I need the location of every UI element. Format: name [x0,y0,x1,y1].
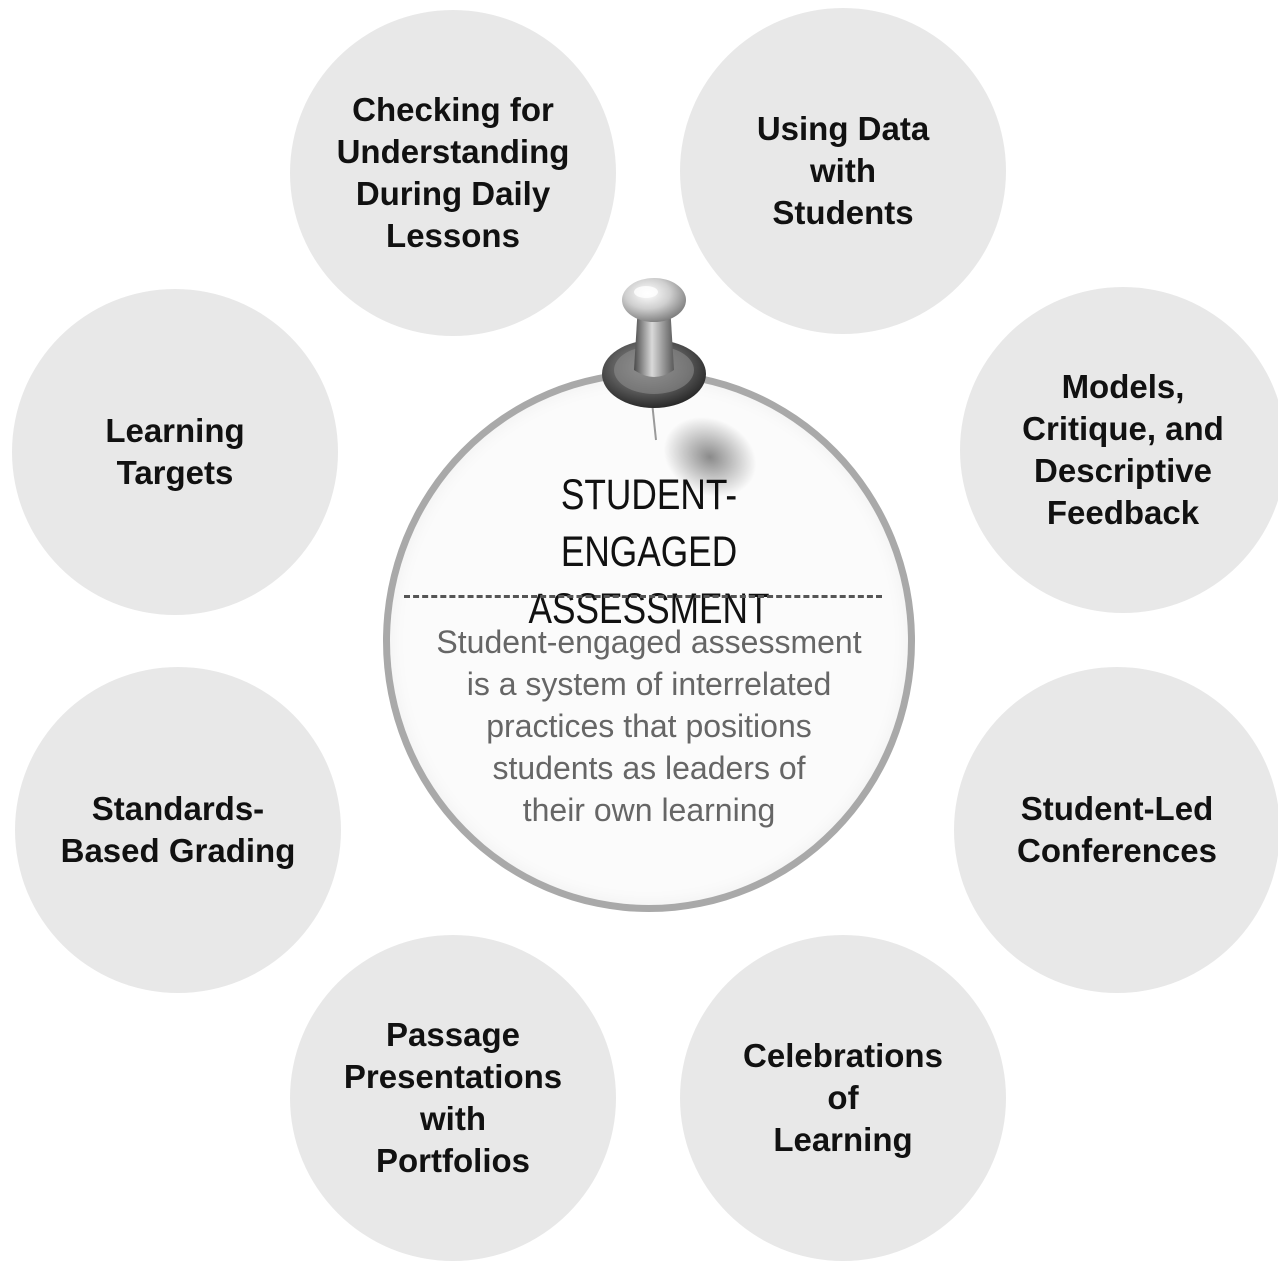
practice-circle-using-data: Using Data with Students [680,8,1006,334]
practice-label: Models, Critique, and Descriptive Feedba… [1022,368,1224,531]
practice-label: Using Data with Students [756,110,930,231]
practice-label: Student-Led Conferences [1017,790,1217,869]
practice-circle-learning-targets: Learning Targets [12,289,338,615]
practice-label: Checking for Understanding During Daily … [336,91,570,254]
pushpin-icon [602,278,757,497]
practice-circle-models-critique: Models, Critique, and Descriptive Feedba… [960,287,1278,613]
center-circle: STUDENT- ENGAGED ASSESSMENT Student-enga… [383,370,915,912]
practice-circle-passage-presentations: Passage Presentations with Portfolios [290,935,616,1261]
center-description: Student-engaged assessment is a system o… [436,624,862,828]
practice-label: Passage Presentations with Portfolios [343,1016,563,1179]
practice-label: Celebrations of Learning [743,1037,943,1158]
practice-circle-celebrations: Celebrations of Learning [680,935,1006,1261]
practice-label: Learning Targets [105,412,245,491]
practice-circle-checking-for-understanding: Checking for Understanding During Daily … [290,10,616,336]
dashed-divider [404,595,882,598]
practice-circle-student-led-conferences: Student-Led Conferences [954,667,1278,993]
practice-circle-standards-based-grading: Standards- Based Grading [15,667,341,993]
practice-label: Standards- Based Grading [60,790,296,869]
